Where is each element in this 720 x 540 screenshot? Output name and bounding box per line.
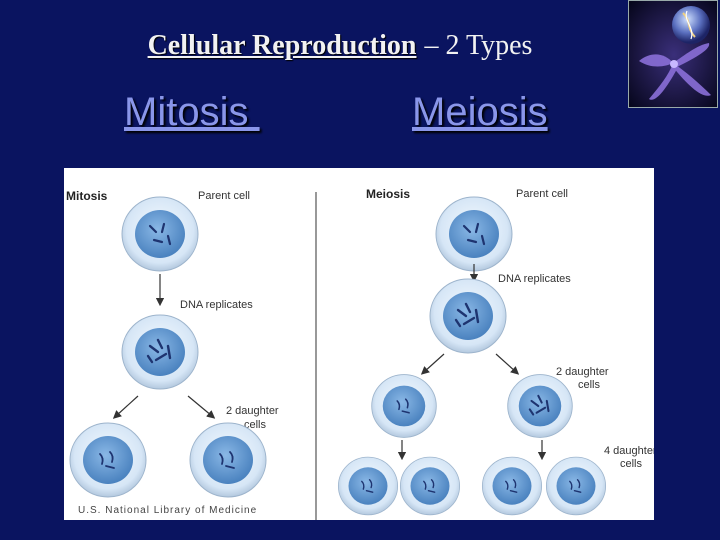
slide-title: Cellular Reproduction– 2 Types — [0, 30, 680, 62]
mitosis-replicated-cell — [121, 314, 199, 390]
meiosis-parent-label: Parent cell — [516, 188, 568, 200]
slide-title-suffix: – 2 Types — [424, 30, 533, 61]
meiosis-daughter-cell-4 — [545, 456, 607, 516]
meiosis-replicated-cell — [429, 278, 507, 354]
credit-text: U.S. National Library of Medicine — [78, 505, 257, 516]
mitosis-parent-label: Parent cell — [198, 190, 250, 202]
subtitle-meiosis: Meiosis — [412, 90, 548, 134]
meiosis-intermediate-cell-2 — [507, 374, 573, 438]
meiosis-dna-label: DNA replicates — [498, 273, 571, 285]
meiosis-4daughters-line1: 4 daughter — [604, 445, 654, 457]
mitosis-daughters-line1: 2 daughter — [226, 405, 279, 417]
meiosis-parent-cell — [435, 196, 513, 272]
mitosis-parent-cell — [121, 196, 199, 272]
meiosis-intermediate-cell-1 — [371, 374, 437, 438]
mitosis-heading: Mitosis — [66, 189, 108, 203]
meiosis-arrow-left — [420, 353, 445, 375]
mitosis-daughter-cell-2 — [189, 422, 267, 498]
mitosis-arrow-right — [187, 395, 216, 419]
meiosis-heading: Meiosis — [366, 187, 410, 201]
cell-division-diagram: Mitosis Parent cell DNA replicates 2 dau… — [64, 168, 654, 520]
meiosis-daughter-cell-3 — [481, 456, 543, 516]
meiosis-2daughters-line2: cells — [578, 379, 601, 391]
meiosis-daughter-cell-2 — [399, 456, 461, 516]
mitosis-dna-label: DNA replicates — [180, 299, 253, 311]
slide-title-main: Cellular Reproduction — [147, 30, 417, 61]
mitosis-arrow-left — [112, 395, 139, 419]
mitosis-daughter-cell-1 — [69, 422, 147, 498]
meiosis-arrow-right — [495, 353, 520, 375]
mitosis-daughters-line2: cells — [244, 419, 267, 431]
meiosis-2daughters-line1: 2 daughter — [556, 366, 609, 378]
subtitle-mitosis: Mitosis — [124, 90, 260, 134]
meiosis-daughter-cell-1 — [337, 456, 399, 516]
chromosome-dna-image — [628, 0, 718, 108]
meiosis-4daughters-line2: cells — [620, 458, 643, 470]
